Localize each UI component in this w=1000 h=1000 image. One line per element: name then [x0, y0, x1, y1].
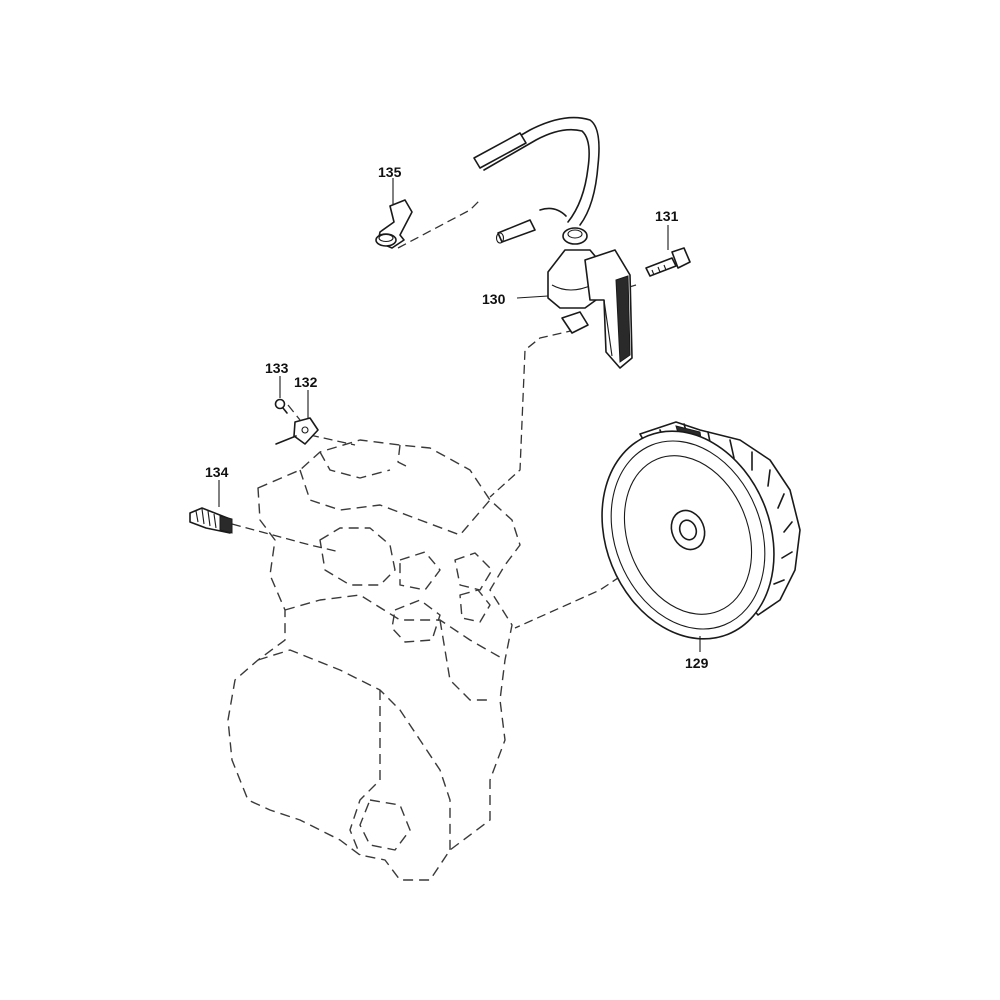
spark-plug-boot [375, 199, 413, 249]
callout-131: 131 [655, 208, 679, 224]
callout-135: 135 [378, 164, 402, 180]
small-screw [274, 398, 288, 414]
coil-bolt [645, 247, 691, 277]
engine-block-phantom [227, 439, 521, 881]
callout-leaders [218, 178, 701, 652]
stop-switch-clip [275, 417, 319, 445]
callout-130: 130 [482, 291, 506, 307]
ignition-coil [473, 116, 633, 369]
callout-134: 134 [205, 464, 229, 480]
flywheel [601, 421, 801, 640]
callout-129: 129 [685, 655, 709, 671]
callout-132: 132 [294, 374, 318, 390]
callout-133: 133 [265, 360, 289, 376]
spark-plug [189, 507, 233, 534]
